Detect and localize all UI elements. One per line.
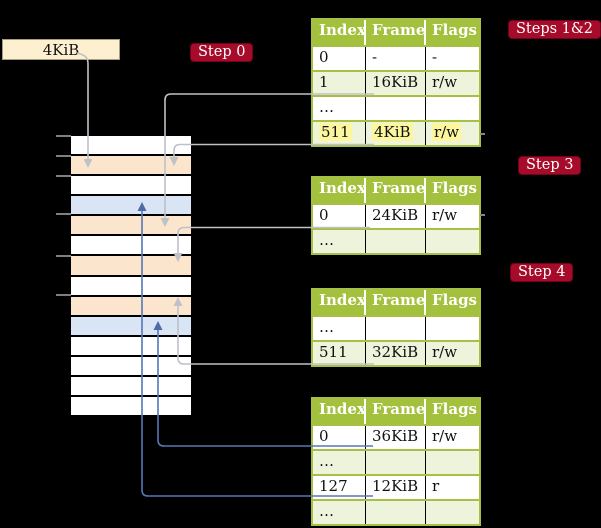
table-cell-index: 0 xyxy=(313,426,366,449)
highlighted-value: r/w xyxy=(432,123,462,141)
memory-row-orange xyxy=(71,156,191,177)
table-row: 511 4KiB r/w xyxy=(313,120,479,145)
memory-row-blue xyxy=(71,316,191,337)
table-cell-flags xyxy=(426,230,479,253)
table-cell-frame: 12KiB xyxy=(366,476,426,499)
table-header-cell: Flags xyxy=(426,290,479,315)
table-cell-index: 511 xyxy=(313,122,366,145)
table-cell-frame xyxy=(366,317,426,340)
table-cell-frame xyxy=(366,501,426,524)
table-header-cell: Index xyxy=(313,399,366,424)
memory-tick xyxy=(56,175,71,177)
table-header-cell: Index xyxy=(313,290,366,315)
table-row: 0-- xyxy=(313,45,479,70)
memory-row-white xyxy=(71,176,191,197)
table-cell-index: … xyxy=(313,451,366,474)
memory-row-blue xyxy=(71,196,191,217)
table-row: … xyxy=(313,95,479,120)
table-cell-index: … xyxy=(313,230,366,253)
table-header-cell: Flags xyxy=(426,399,479,424)
table-cell-frame: - xyxy=(366,47,426,70)
highlighted-value: 4KiB xyxy=(372,123,413,141)
table-cell-index: 1 xyxy=(313,72,366,95)
table-cell-flags: r xyxy=(432,477,440,495)
table-header-cell: Flags xyxy=(426,20,479,45)
memory-tick xyxy=(56,255,71,257)
memory-row-orange xyxy=(71,256,191,277)
badge-steps-1-2: Steps 1&2 xyxy=(508,20,601,39)
memory-tick xyxy=(56,213,71,215)
table-cell-frame: 4KiB xyxy=(366,122,426,145)
table-row: … xyxy=(313,228,479,253)
table-row: … xyxy=(313,449,479,474)
table-cell-flags xyxy=(426,97,479,120)
table-cell-flags: r/w xyxy=(432,427,458,445)
table-cell-flags: r/w xyxy=(426,122,479,145)
table-cell-frame xyxy=(366,230,426,253)
table-cell-frame: 24KiB xyxy=(366,205,426,228)
table-cell-index: … xyxy=(313,501,366,524)
table-header-cell: Frame xyxy=(366,178,426,203)
memory-tick xyxy=(56,294,71,296)
table-cell-index: … xyxy=(313,317,366,340)
memory-row-orange xyxy=(71,216,191,237)
table-header-cell: Index xyxy=(313,178,366,203)
table-cell-flags: r/w xyxy=(432,73,458,91)
table-cell-index: 0 xyxy=(313,205,366,228)
table-cell-index: 0 xyxy=(313,47,366,70)
memory-strip xyxy=(71,136,191,416)
memory-row-white xyxy=(71,376,191,398)
memory-tick xyxy=(56,155,71,157)
frame-size-label: 4KiB xyxy=(42,40,80,59)
memory-row-white xyxy=(71,356,191,377)
memory-row-white xyxy=(71,236,191,257)
table-cell-frame: 32KiB xyxy=(366,342,426,365)
table-cell-frame xyxy=(366,97,426,120)
memory-row-white xyxy=(71,136,191,157)
table-row: … xyxy=(313,499,479,524)
table-cell-flags xyxy=(426,317,479,340)
table-cell-frame: 16KiB xyxy=(366,72,426,95)
table-header-cell: Index xyxy=(313,20,366,45)
table-header-cell: Flags xyxy=(426,178,479,203)
table-cell-flags xyxy=(426,451,479,474)
table-cell-index: 127 xyxy=(313,476,366,499)
table-cell-flags xyxy=(426,501,479,524)
memory-row-white xyxy=(71,397,191,416)
frame-size-box: 4KiB xyxy=(2,39,120,60)
memory-row-white xyxy=(71,336,191,357)
table-header-cell: Frame xyxy=(366,290,426,315)
table-header-cell: Frame xyxy=(366,399,426,424)
memory-row-orange xyxy=(71,296,191,317)
table-cell-flags: r/w xyxy=(432,343,458,361)
memory-row-white xyxy=(71,276,191,297)
table-cell-flags: r/w xyxy=(432,206,458,224)
table-row: … xyxy=(313,315,479,340)
table-cell-frame xyxy=(366,451,426,474)
memory-tick xyxy=(56,135,71,137)
table-header-cell: Frame xyxy=(366,20,426,45)
badge-step-0: Step 0 xyxy=(190,43,254,62)
highlighted-value: 511 xyxy=(319,123,352,141)
table-cell-flags: - xyxy=(432,48,438,66)
badge-step-4: Step 4 xyxy=(510,263,574,282)
badge-step-3: Step 3 xyxy=(518,156,582,175)
table-cell-index: … xyxy=(313,97,366,120)
table-cell-frame: 36KiB xyxy=(366,426,426,449)
table-cell-index: 511 xyxy=(313,342,366,365)
